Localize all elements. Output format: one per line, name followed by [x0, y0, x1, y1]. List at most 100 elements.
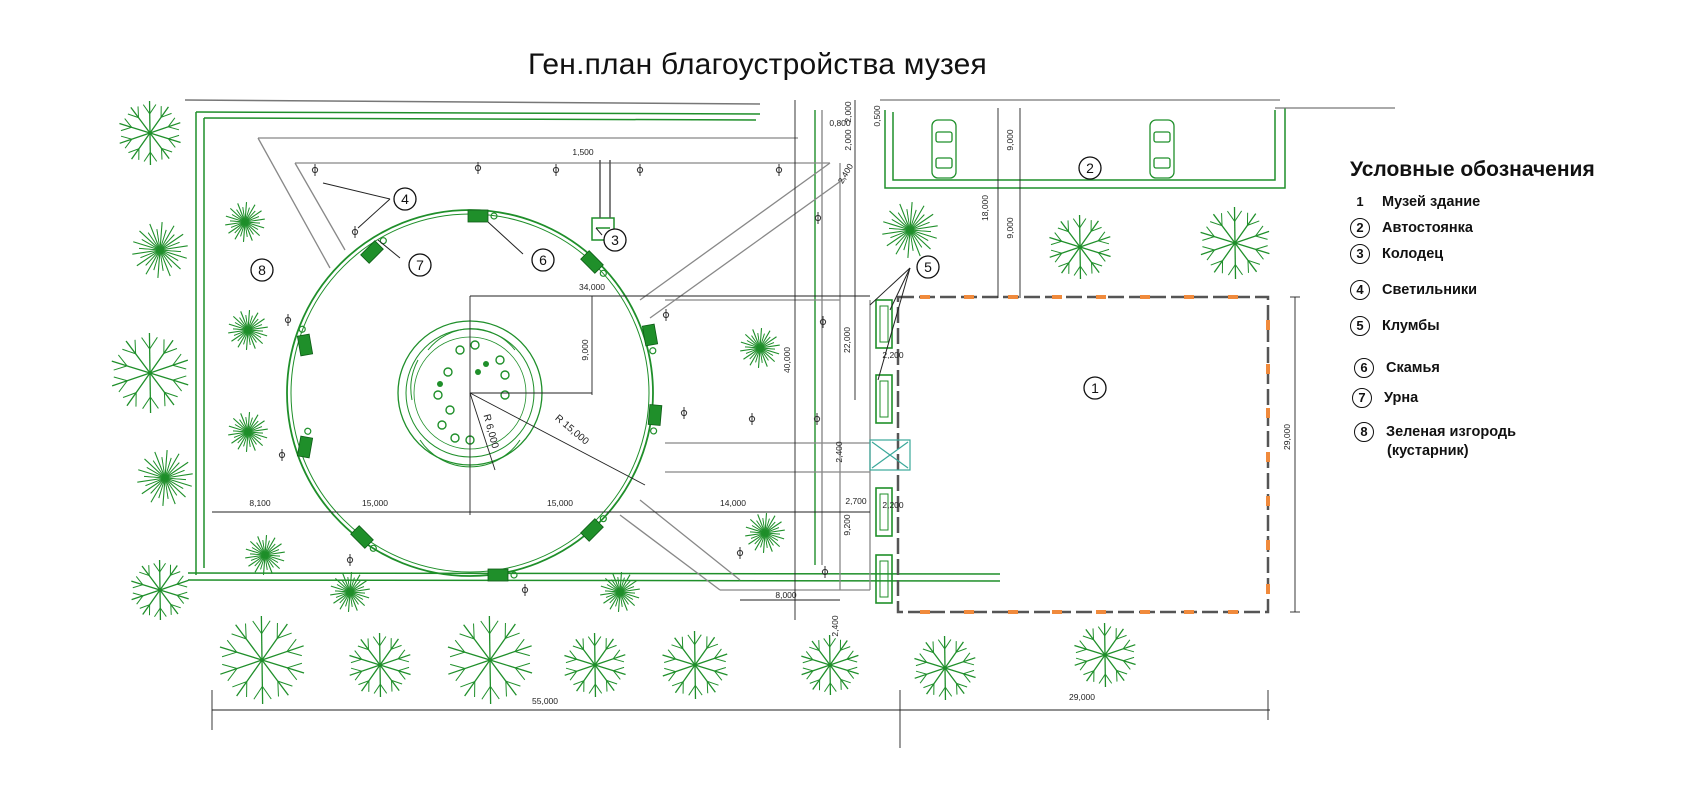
- dimension-label: 9,000: [1005, 129, 1015, 151]
- dimension-label: R 15,000: [553, 413, 591, 448]
- shrub-icon: [434, 391, 442, 399]
- shrub-icon: [437, 381, 443, 387]
- tree-icon: [349, 633, 410, 697]
- window-mark: [1266, 320, 1270, 330]
- shrub-icon: [446, 406, 454, 414]
- legend-number: 5: [1350, 316, 1370, 336]
- legend-number: 3: [1350, 244, 1370, 264]
- dimension-label: 55,000: [532, 696, 558, 706]
- legend-number: 2: [1350, 218, 1370, 238]
- shrub-icon: [225, 202, 265, 242]
- page-title: Ген.план благоустройства музея: [0, 48, 1695, 82]
- lamp-icon: [553, 164, 558, 176]
- lamp-icon: [637, 164, 642, 176]
- title-text: Ген.план благоустройства музея: [528, 48, 987, 81]
- dimension-label: 8,100: [249, 498, 271, 508]
- marker-number: 1: [1091, 380, 1099, 396]
- dimension-label: 34,000: [579, 282, 605, 292]
- lamp-icon: [776, 164, 781, 176]
- dimension-label: 9,000: [580, 339, 590, 361]
- bench-icon: [581, 512, 610, 541]
- window-mark: [1052, 295, 1062, 299]
- shrub-icon: [245, 535, 285, 575]
- tree-group: [112, 101, 1270, 704]
- dimension-label: 2,200: [882, 500, 904, 510]
- museum-building: [898, 295, 1270, 614]
- walking-paths: [258, 138, 870, 590]
- legend-item-well: 3 Колодец: [1350, 244, 1443, 264]
- dimension-label: 18,000: [980, 195, 990, 221]
- dimension-label: 15,000: [362, 498, 388, 508]
- window-mark: [1266, 364, 1270, 374]
- legend-label: Колодец: [1382, 246, 1443, 262]
- bench-icon: [297, 427, 314, 458]
- lamp-icon: [522, 584, 527, 596]
- shrub-icon: [483, 361, 489, 367]
- tree-icon: [1074, 623, 1135, 687]
- dimension-label: 15,000: [547, 498, 573, 508]
- window-mark: [1266, 408, 1270, 418]
- flowerbed-icon: [876, 375, 892, 423]
- window-mark: [920, 295, 930, 299]
- shrub-icon: [228, 310, 268, 350]
- window-mark: [964, 610, 974, 614]
- urn-icon: [649, 347, 656, 354]
- marker-6: 6: [532, 249, 554, 271]
- window-mark: [1140, 610, 1150, 614]
- lamp-icon: [815, 212, 820, 224]
- dimension-lines: [212, 100, 1300, 748]
- well: [592, 160, 614, 240]
- dimension-label: 9,000: [1005, 217, 1015, 239]
- window-mark: [1096, 295, 1106, 299]
- lamp-icon: [285, 314, 290, 326]
- dimension-label: 29,000: [1282, 424, 1292, 450]
- shrub-icon: [456, 346, 464, 354]
- marker-number: 4: [401, 191, 409, 207]
- tree-icon: [220, 616, 304, 704]
- lamp-icon: [820, 316, 825, 328]
- marker-4: 4: [394, 188, 416, 210]
- shrub-icon: [228, 412, 268, 452]
- lamp-icon: [475, 162, 480, 174]
- dimension-label: 22,000: [842, 327, 852, 353]
- dimension-label: 0,800: [829, 118, 851, 128]
- marker-number: 2: [1086, 160, 1094, 176]
- lamp-icon: [737, 547, 742, 559]
- dimension-label: 1,500: [572, 147, 594, 157]
- bench-icon: [642, 324, 659, 355]
- urn-icon: [650, 428, 657, 435]
- marker-2: 2: [1079, 157, 1101, 179]
- tree-icon: [564, 633, 625, 697]
- legend-label: Зеленая изгородь: [1386, 424, 1516, 440]
- lamp-icon: [681, 407, 686, 419]
- car-icon: [932, 120, 956, 178]
- car-icon: [1150, 120, 1174, 178]
- legend-label: Скамья: [1386, 360, 1440, 376]
- dimension-label: 2,000: [843, 129, 853, 151]
- window-mark: [1184, 295, 1194, 299]
- dimension-label: 0,500: [872, 105, 882, 127]
- bench-icon: [581, 251, 610, 280]
- tree-icon: [663, 631, 728, 699]
- marker-1: 1: [1084, 377, 1106, 399]
- legend-number: 8: [1354, 422, 1374, 442]
- legend-label: Клумбы: [1382, 318, 1440, 334]
- marker-5: 5: [917, 256, 939, 278]
- shrub-icon: [496, 356, 504, 364]
- tree-icon: [112, 333, 188, 413]
- dimension-label: R 6,000: [481, 413, 501, 450]
- shrub-icon: [501, 391, 509, 399]
- tree-icon: [1201, 207, 1270, 279]
- inner-flowerbed-arcs: [411, 329, 520, 467]
- legend-number: 1: [1350, 192, 1370, 212]
- lamp-icon: [279, 449, 284, 461]
- shrub-icon: [438, 421, 446, 429]
- marker-8: 8: [251, 259, 273, 281]
- dimension-label: 8,000: [775, 590, 797, 600]
- dimension-label: 40,000: [782, 347, 792, 373]
- window-mark: [1266, 540, 1270, 550]
